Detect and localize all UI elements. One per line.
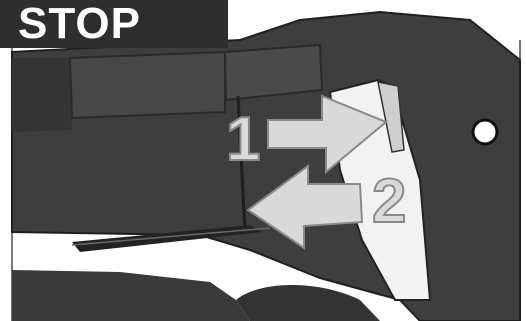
step-2-label: 2: [372, 167, 406, 236]
stop-badge: STOP: [0, 0, 228, 48]
step-1-label: 1: [226, 105, 260, 174]
screw-hole-icon: [473, 120, 497, 144]
